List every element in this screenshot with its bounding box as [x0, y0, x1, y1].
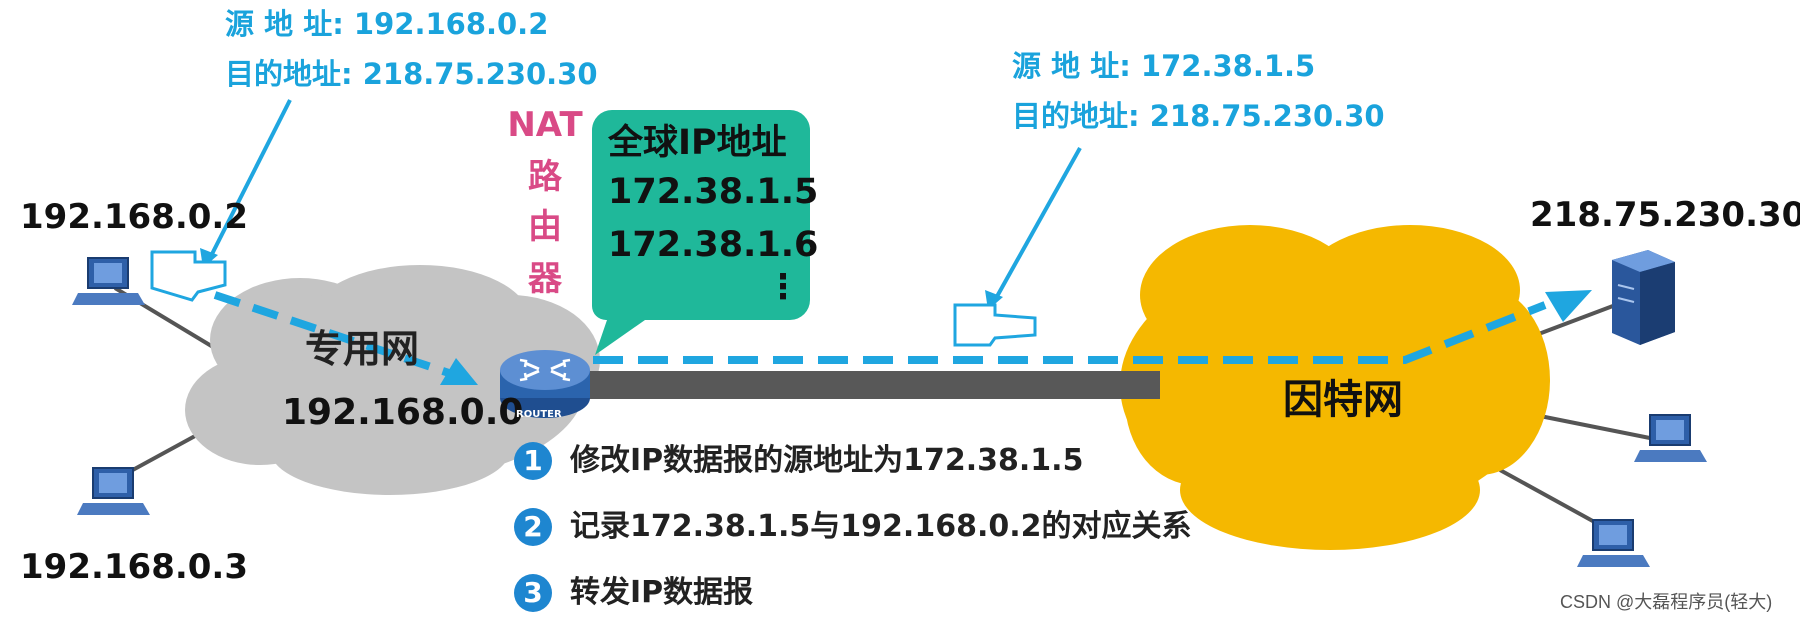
packet-icon	[953, 303, 1037, 347]
step-3-badge: 3	[514, 574, 552, 612]
nat-router-title-char1: 路	[528, 157, 562, 197]
right-dst-address: 目的地址: 218.75.230.30	[1012, 102, 1385, 131]
link-inet-host1	[1534, 413, 1661, 442]
right-src-label: 源 地 址:	[1012, 49, 1131, 83]
step-1-text: 修改IP数据报的源地址为172.38.1.5	[570, 443, 1084, 478]
internet-cloud	[1120, 225, 1550, 550]
global-ip-title: 全球IP地址	[608, 123, 787, 163]
link-inet-host2	[1499, 468, 1601, 527]
host1-address: 192.168.0.2	[20, 197, 249, 237]
pc-icon	[72, 257, 145, 305]
pc-icon	[1634, 414, 1707, 462]
right-dst-value: 218.75.230.30	[1149, 99, 1385, 133]
pointer-right	[993, 147, 1082, 301]
left-dst-label: 目的地址:	[225, 57, 353, 91]
pc-icon	[1577, 519, 1650, 567]
left-src-value: 192.168.0.2	[353, 7, 549, 41]
server-address: 218.75.230.30	[1530, 195, 1800, 235]
right-src-value: 172.38.1.5	[1140, 49, 1316, 83]
nat-router-title-char2: 由	[528, 207, 562, 247]
step-3-text: 转发IP数据报	[570, 575, 754, 610]
internet-name: 因特网	[1283, 377, 1403, 423]
nat-router-title-nat: NAT	[507, 105, 583, 145]
left-dst-value: 218.75.230.30	[362, 57, 598, 91]
global-ip-box	[592, 110, 810, 355]
packet-icon	[150, 250, 227, 302]
router-caption: ROUTER	[516, 409, 562, 420]
dashed-path-public	[593, 301, 1547, 364]
arrow-icon	[1545, 290, 1592, 322]
pointer-left	[208, 99, 292, 259]
watermark-text: CSDN @大磊程序员(轻大)	[1560, 592, 1773, 612]
global-ip-ellipsis: ⋮	[766, 267, 800, 307]
step-2-badge: 2	[514, 508, 552, 546]
step-2-text: 记录172.38.1.5与192.168.0.2的对应关系	[570, 509, 1192, 544]
router-icon	[500, 350, 590, 418]
global-ip-2: 172.38.1.6	[608, 225, 819, 265]
arrow-icon	[440, 358, 478, 385]
global-ip-1: 172.38.1.5	[608, 172, 819, 212]
nat-router-title-char3: 器	[528, 259, 562, 299]
trunk-link	[585, 371, 1160, 399]
private-network-address: 192.168.0.0	[282, 392, 524, 433]
left-src-label: 源 地 址:	[225, 7, 344, 41]
dashed-path-private	[213, 291, 457, 379]
server-icon	[1612, 250, 1675, 345]
host2-address: 192.168.0.3	[20, 547, 249, 587]
right-dst-label: 目的地址:	[1012, 99, 1140, 133]
right-src-address: 源 地 址: 172.38.1.5	[1012, 52, 1315, 81]
left-dst-address: 目的地址: 218.75.230.30	[225, 60, 598, 89]
private-network-name: 专用网	[305, 327, 420, 371]
left-src-address: 源 地 址: 192.168.0.2	[225, 10, 548, 39]
pc-icon	[77, 467, 150, 515]
step-1-badge: 1	[514, 442, 552, 480]
